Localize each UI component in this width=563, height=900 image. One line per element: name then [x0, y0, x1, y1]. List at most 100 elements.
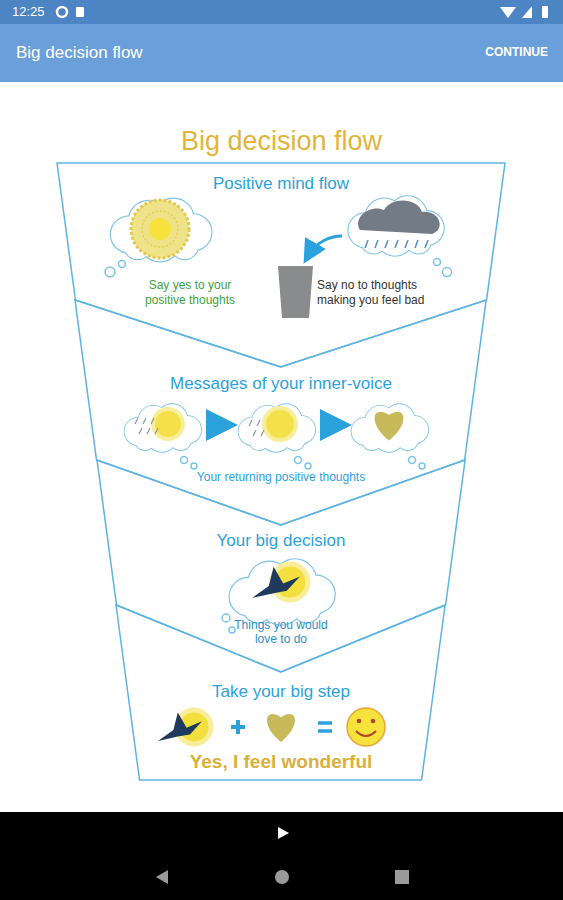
inner-voice-cloud [419, 463, 425, 469]
cloud-caption: Say no to thoughts making you feel bad [317, 278, 459, 308]
band-caption: Your returning positive thoughts [75, 470, 487, 485]
inner-voice-cloud [139, 428, 142, 434]
inner-voice-cloud [143, 418, 146, 424]
nav-bar [0, 812, 563, 900]
trash-bin [278, 266, 313, 318]
inner-voice-cloud [135, 418, 158, 434]
band-outline [75, 300, 486, 525]
step-equation [158, 708, 385, 746]
inner-voice-cloud [135, 418, 138, 424]
inner-voice-cloud [239, 404, 316, 452]
band-outline [57, 163, 505, 367]
status-icons [76, 7, 84, 17]
rain-cloud [405, 240, 408, 248]
band-outline [57, 163, 505, 367]
rain-cloud [415, 240, 418, 248]
rain-cloud [434, 259, 441, 266]
play-icon [278, 827, 289, 839]
band-outline [116, 605, 445, 780]
band-heading: Your big decision [97, 530, 465, 551]
inner-voice-cloud [147, 428, 150, 434]
rain-cloud [425, 240, 428, 248]
flow-arrow [324, 423, 340, 427]
cloud-caption: Things you would love to do [228, 619, 334, 647]
band-heading: Take your big step [116, 681, 446, 702]
step-equation [371, 719, 376, 724]
funnel-band: Your big decisionThings you would love t… [97, 460, 465, 672]
status-time: 12:25 [12, 4, 72, 20]
inner-voice-cloud [409, 457, 416, 464]
home-button [275, 870, 289, 884]
sun-cloud [105, 199, 211, 277]
step-equation [356, 731, 376, 736]
band-outline [75, 300, 486, 525]
rain-cloud [375, 240, 378, 248]
rain-cloud [365, 240, 428, 248]
inner-voice-cloud [264, 408, 296, 440]
back-button [156, 870, 168, 884]
inner-voice-cloud [305, 463, 311, 469]
discard-arrow [308, 236, 342, 256]
rain-cloud [358, 200, 440, 234]
diagram-title: Big decision flow [0, 125, 563, 159]
inner-voice-cloud [257, 420, 260, 426]
sun-cloud [142, 211, 178, 247]
band-heading: Messages of your inner-voice [75, 373, 487, 394]
inner-voice-cloud [191, 463, 197, 469]
inner-voice-cloud [249, 420, 252, 426]
funnel-band: Take your big stepYes, I feel wonderful [116, 605, 445, 781]
sun-cloud [111, 199, 212, 262]
decision-cloud [229, 627, 235, 633]
app-bar [0, 24, 563, 82]
status-icons [57, 7, 67, 17]
rain-cloud [443, 268, 452, 277]
inner-voice-cloud [125, 404, 202, 452]
sun-cloud [119, 261, 126, 268]
status-icons [522, 6, 532, 18]
inner-voice-cloud [181, 457, 188, 464]
band-outline [97, 460, 465, 672]
recents-button [395, 870, 409, 884]
inner-voice-cloud [153, 409, 183, 439]
step-equation [231, 720, 245, 734]
inner-voice-cloud [261, 430, 264, 436]
band-heading: Positive mind flow [57, 173, 505, 194]
sun-cloud [149, 218, 171, 240]
continue-button: CONTINUE [400, 45, 548, 60]
step-equation [357, 719, 362, 724]
sun-cloud [105, 267, 115, 277]
rain-cloud [365, 240, 368, 248]
inner-voice-cloud [253, 430, 256, 436]
decision-cloud [230, 559, 335, 624]
status-icons [57, 6, 548, 18]
step-equation [158, 712, 202, 741]
step-equation [267, 714, 295, 742]
cloud-caption: Say yes to your positive thoughts [128, 278, 252, 308]
step-equation [318, 723, 332, 731]
rain-cloud [385, 240, 388, 248]
funnel-band: Positive mind flowSay yes to your positi… [57, 163, 505, 367]
inner-voice-cloud [295, 457, 302, 464]
inner-voice-cloud [249, 420, 264, 436]
decision-cloud [222, 614, 230, 622]
status-icons [542, 6, 548, 18]
sun-cloud [131, 200, 189, 258]
flow-arrow [210, 423, 226, 427]
rain-cloud [348, 196, 443, 255]
rain-cloud [395, 240, 398, 248]
rain-cloud [348, 196, 451, 276]
status-icons [500, 7, 516, 18]
inner-voice-cloud [375, 412, 404, 441]
inner-voice-cloud [151, 418, 154, 424]
step-equation [347, 708, 385, 746]
app-bar-title: Big decision flow [16, 42, 316, 63]
decision-cloud [252, 567, 300, 598]
status-bar [0, 0, 563, 24]
band-caption: Yes, I feel wonderful [116, 750, 446, 774]
inner-voice-cloud [352, 404, 429, 469]
inner-voice-cloud [155, 428, 158, 434]
inner-voice-cloud [239, 404, 316, 469]
funnel-band: Messages of your inner-voiceYour returni… [75, 300, 486, 525]
